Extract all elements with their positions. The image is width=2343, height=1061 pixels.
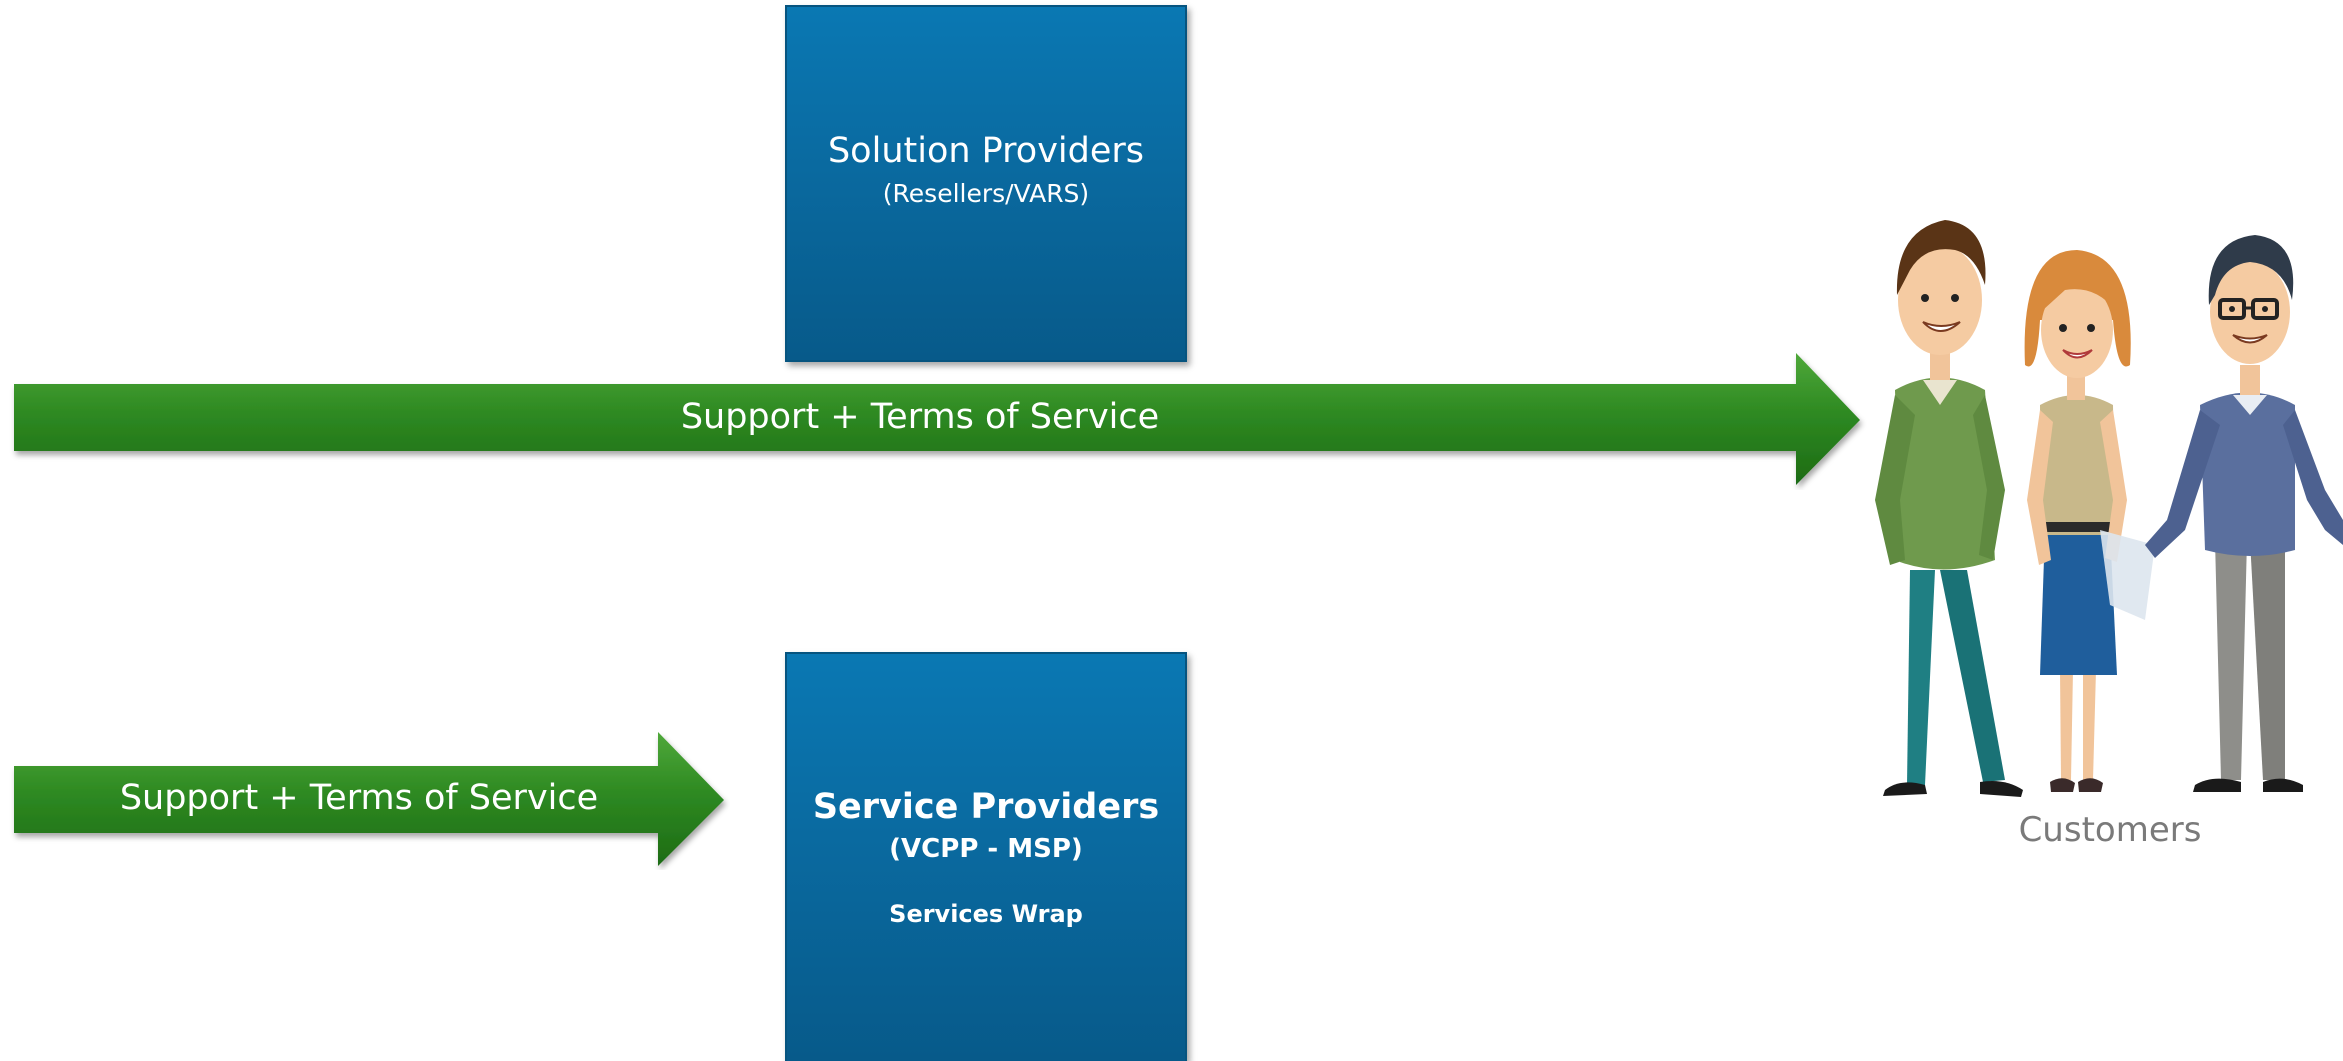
support-arrow-bottom-label: Support + Terms of Service [119,778,599,818]
support-arrow-top [14,353,1860,485]
customer-woman-figure [2024,250,2155,792]
solution-providers-subtitle: (Resellers/VARS) [882,179,1090,208]
solution-providers-box: Solution Providers (Resellers/VARS) [785,5,1187,362]
customers-illustration [1875,220,2343,797]
customer-man-green-figure [1875,220,2023,797]
service-providers-title: Service Providers [812,787,1160,827]
services-wrap-label: Services Wrap [889,900,1083,928]
service-providers-subtitle: (VCPP - MSP) [889,834,1083,864]
solution-providers-title: Solution Providers [827,131,1145,171]
customer-man-glasses-figure [2145,235,2343,792]
support-arrow-top-label: Support + Terms of Service [680,397,1160,437]
support-arrow-bottom [14,732,724,866]
service-providers-box: Service Providers (VCPP - MSP) Services … [785,652,1187,1061]
customers-label: Customers [2018,810,2202,850]
